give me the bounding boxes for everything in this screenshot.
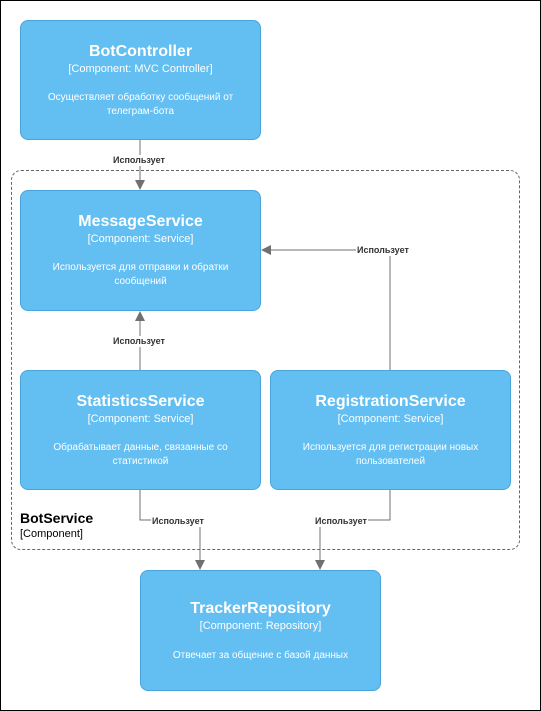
component-type: [Component: Service] xyxy=(337,413,444,425)
edge-registration-to-repository xyxy=(315,490,391,570)
component-description: Используется для отправки и обратки сооб… xyxy=(52,262,229,287)
component-name: MessageService xyxy=(78,213,203,230)
boundary-subtitle: [Component] xyxy=(20,528,83,540)
component-description: Обрабатывает данные, связанные со статис… xyxy=(53,442,228,467)
registration-service-box[interactable]: RegistrationService [Component: Service]… xyxy=(270,370,511,490)
edge-label-registration-to-repository: Использует xyxy=(314,516,368,527)
component-description: Используется для регистрации новых польз… xyxy=(302,442,479,467)
edge-statistics-to-repository xyxy=(139,490,205,570)
botservice-boundary xyxy=(11,170,520,550)
edge-registration-to-message xyxy=(261,245,391,370)
bot-controller-box[interactable]: BotController [Component: MVC Controller… xyxy=(20,20,261,140)
boundary-title: BotService xyxy=(20,510,94,526)
component-description: Осуществляет обработку сообщений от теле… xyxy=(47,92,234,117)
edge-label-bot-to-message: Использует xyxy=(112,155,166,166)
component-type: [Component: Service] xyxy=(87,233,194,245)
component-type: [Component: Service] xyxy=(87,413,194,425)
edge-label-registration-to-message: Использует xyxy=(356,245,410,256)
component-description: Отвечает за общение с базой данных xyxy=(172,650,349,661)
edge-label-statistics-to-message: Использует xyxy=(112,336,166,347)
tracker-repository-box[interactable]: TrackerRepository [Component: Repository… xyxy=(140,570,381,691)
message-service-box[interactable]: MessageService [Component: Service] Испо… xyxy=(20,190,261,311)
edge-label-statistics-to-repository: Использует xyxy=(151,516,205,527)
statistics-service-box[interactable]: StatisticsService [Component: Service] О… xyxy=(20,370,261,490)
component-name: StatisticsService xyxy=(76,393,205,410)
component-type: [Component: MVC Controller] xyxy=(68,63,213,75)
component-name: BotController xyxy=(88,43,193,60)
component-type: [Component: Repository] xyxy=(199,620,322,632)
component-name: TrackerRepository xyxy=(190,600,331,617)
component-name: RegistrationService xyxy=(315,393,466,410)
